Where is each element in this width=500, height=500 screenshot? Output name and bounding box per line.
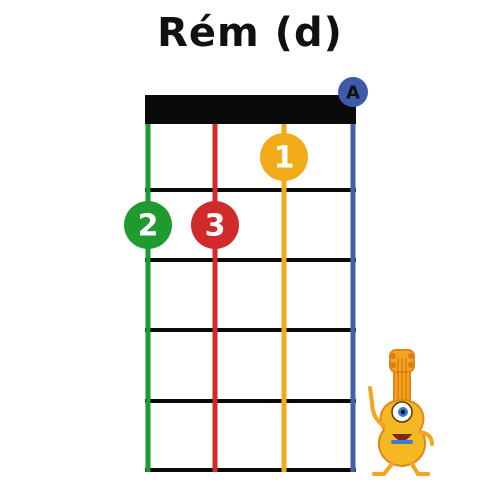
fret-lines bbox=[145, 188, 356, 472]
tuning-badge-label: A bbox=[346, 83, 360, 104]
finger-dot-circle bbox=[124, 201, 172, 249]
nut bbox=[145, 95, 356, 124]
finger-dot-circle bbox=[191, 201, 239, 249]
strings bbox=[145, 124, 356, 472]
ukulele-mascot-icon bbox=[368, 349, 434, 476]
tuning-badge-circle bbox=[338, 77, 368, 107]
finger-dot-1: 1 bbox=[260, 133, 308, 181]
finger-dots: 1 2 3 bbox=[124, 133, 308, 249]
finger-dot-3: 3 bbox=[191, 201, 239, 249]
finger-dot-label: 3 bbox=[205, 209, 226, 244]
finger-dot-circle bbox=[260, 133, 308, 181]
finger-dot-label: 1 bbox=[274, 141, 295, 176]
finger-dot-label: 2 bbox=[138, 209, 159, 244]
finger-dot-2: 2 bbox=[124, 201, 172, 249]
chord-title: Rém (d) bbox=[157, 10, 343, 56]
tuning-badge: A bbox=[338, 77, 368, 107]
